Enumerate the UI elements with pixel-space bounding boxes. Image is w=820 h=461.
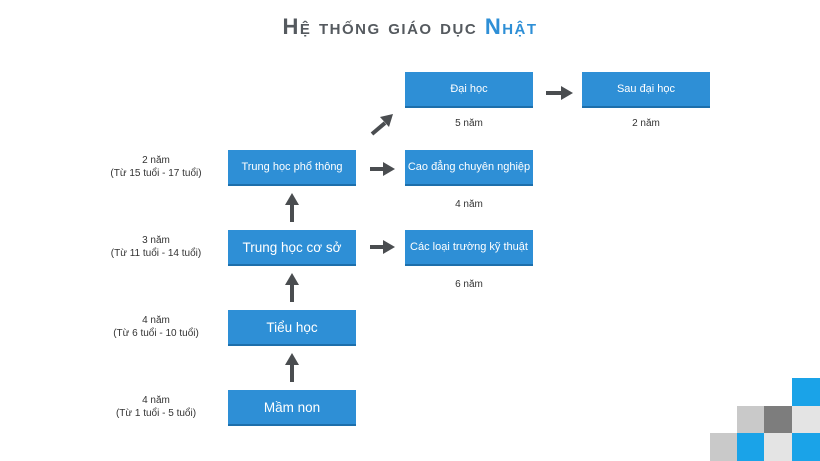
box-trung-hoc-pho-thong: Trung học phổ thông	[228, 150, 356, 184]
label-thcs-duration: 3 năm (Từ 11 tuổi - 14 tuổi)	[96, 234, 216, 260]
deco-square	[710, 433, 737, 461]
deco-square	[737, 406, 764, 433]
deco-square	[792, 378, 820, 406]
label-mamnon-ages: (Từ 1 tuổi - 5 tuổi)	[115, 408, 197, 419]
label-thpt-ages: (Từ 15 tuổi - 17 tuổi)	[110, 168, 202, 179]
title-main: Hệ thống giáo dục	[282, 14, 478, 39]
label-tieuhoc-years: 4 năm	[142, 315, 170, 326]
deco-square	[792, 433, 820, 461]
duration-truong-ky-thuat: 6 năm	[455, 279, 483, 290]
title-highlight: Nhật	[484, 14, 538, 39]
box-mam-non: Mầm non	[228, 390, 356, 424]
deco-square	[792, 406, 820, 433]
arrow-diagonal-thpt-daihoc	[370, 114, 393, 136]
deco-square	[737, 433, 764, 461]
arrow-up-tieuhoc-thcs	[285, 273, 299, 302]
label-thcs-ages: (Từ 11 tuổi - 14 tuổi)	[110, 248, 202, 259]
box-cao-dang-chuyen-nghiep: Cao đẳng chuyên nghiệp	[405, 150, 533, 184]
box-tieu-hoc: Tiểu học	[228, 310, 356, 344]
duration-cao-dang: 4 năm	[455, 199, 483, 210]
duration-dai-hoc: 5 năm	[455, 118, 483, 129]
box-trung-hoc-co-so: Trung học cơ sở	[228, 230, 356, 264]
page-title: Hệ thống giáo dục Nhật	[0, 14, 820, 40]
box-sau-dai-hoc: Sau đại học	[582, 72, 710, 106]
arrow-right-daihoc-saudaihoc	[546, 86, 573, 100]
arrow-right-thpt-caodang	[370, 162, 395, 176]
duration-sau-dai-hoc: 2 năm	[632, 118, 660, 129]
arrow-up-thcs-thpt	[285, 193, 299, 222]
box-truong-ky-thuat: Các loại trường kỹ thuật	[405, 230, 533, 264]
deco-square	[764, 406, 792, 433]
box-dai-hoc: Đại học	[405, 72, 533, 106]
label-thpt-years: 2 năm	[142, 155, 170, 166]
label-mamnon-years: 4 năm	[142, 395, 170, 406]
deco-square	[764, 433, 792, 461]
label-tieuhoc-duration: 4 năm (Từ 6 tuổi - 10 tuổi)	[96, 314, 216, 340]
arrow-up-mamnon-tieuhoc	[285, 353, 299, 382]
label-thpt-duration: 2 năm (Từ 15 tuổi - 17 tuổi)	[96, 154, 216, 180]
label-tieuhoc-ages: (Từ 6 tuổi - 10 tuổi)	[113, 328, 199, 339]
label-thcs-years: 3 năm	[142, 235, 170, 246]
label-mamnon-duration: 4 năm (Từ 1 tuổi - 5 tuổi)	[96, 394, 216, 420]
arrow-right-thcs-kythuat	[370, 240, 395, 254]
